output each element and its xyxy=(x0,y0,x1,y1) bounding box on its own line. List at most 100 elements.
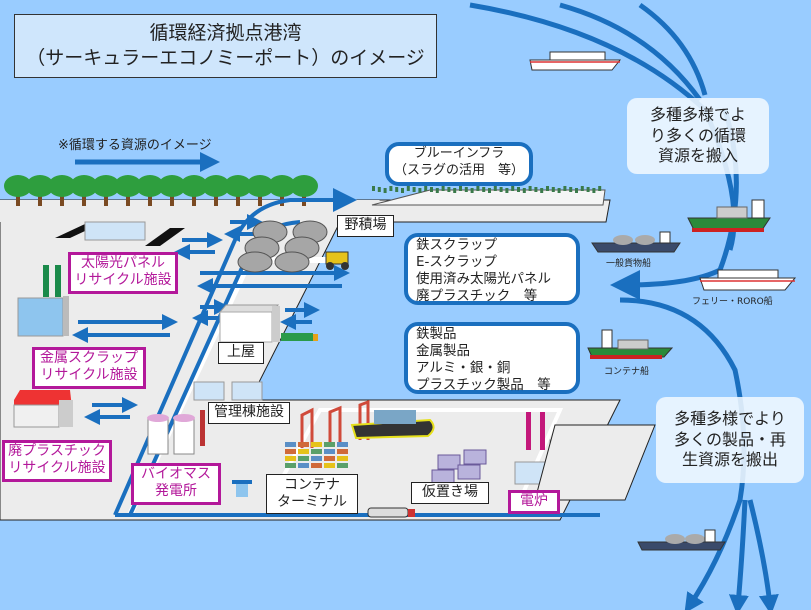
tree-crown xyxy=(202,175,230,197)
shipping-container xyxy=(298,442,309,447)
gas-station-icon xyxy=(232,480,252,497)
title-line-1: 循環経済拠点港湾 xyxy=(149,22,302,45)
plastic-recycling-label: 廃プラスチック リサイクル施設 xyxy=(2,440,112,482)
container-terminal-label: コンテナ ターミナル xyxy=(266,474,358,514)
blue-infra-callout: ブルーインフラ （スラグの活用 等） xyxy=(385,142,533,186)
seagrass xyxy=(412,187,416,192)
biomass-power-label: バイオマス 発電所 xyxy=(131,463,221,505)
shipping-container xyxy=(298,456,309,461)
container-ship-icon-sea-2 xyxy=(587,329,674,359)
seagrass xyxy=(401,188,404,193)
shipping-container xyxy=(324,456,335,461)
seagrass xyxy=(459,186,462,191)
container-ship-icon-sea-1 xyxy=(687,199,771,232)
tree-crown xyxy=(48,175,76,197)
tree-crown xyxy=(26,175,54,197)
seagrass xyxy=(453,188,457,193)
seagrass xyxy=(580,186,584,191)
product-item: 鉄製品 xyxy=(416,326,457,342)
management-label: 管理棟施設 xyxy=(208,402,290,424)
product-item: 金属製品 xyxy=(416,342,470,359)
product-item: プラスチック製品 等 xyxy=(416,376,551,393)
general-cargo-ship-icon xyxy=(591,231,681,253)
tree-crown xyxy=(4,175,32,197)
tree-trunk xyxy=(126,190,130,206)
electric-furnace-label: 電炉 xyxy=(508,490,560,514)
tree-crown xyxy=(158,175,186,197)
seagrass xyxy=(534,187,538,192)
outbound-products-callout: 鉄製品 金属製品 アルミ・銀・銅 プラスチック製品 等 xyxy=(404,322,580,394)
solar-recycling-label: 太陽光パネル リサイクル施設 xyxy=(68,252,178,294)
east-quay xyxy=(534,424,656,501)
shipping-container xyxy=(285,449,296,454)
seagrass xyxy=(482,187,486,192)
page-title: 循環経済拠点港湾 （サーキュラーエコノミーポート）のイメージ xyxy=(14,14,437,78)
seagrass xyxy=(476,186,480,191)
blue-infra-title: ブルーインフラ xyxy=(413,146,505,161)
tree-crown xyxy=(92,175,120,197)
terminal-line: コンテナ xyxy=(284,476,340,493)
resource-item: 使用済み太陽光パネル xyxy=(416,270,551,287)
seagrass xyxy=(372,186,375,191)
tree-trunk xyxy=(60,190,64,206)
seagrass xyxy=(424,186,428,191)
export-line: 多種多様でより xyxy=(674,408,786,428)
export-message: 多種多様でより 多くの製品・再 生資源を搬出 xyxy=(656,397,804,483)
import-message: 多種多様でよ り多くの循環 資源を搬入 xyxy=(627,98,769,174)
bulk-ship-icon xyxy=(637,529,726,551)
tree-trunk xyxy=(192,190,196,206)
seagrass xyxy=(517,187,520,192)
export-line: 多くの製品・再 xyxy=(673,429,786,449)
tank-truck-icon xyxy=(367,507,415,518)
seagrass xyxy=(586,187,590,192)
title-line-2: （サーキュラーエコノミーポート）のイメージ xyxy=(26,47,425,69)
shipping-container xyxy=(324,463,335,468)
facility-line: 発電所 xyxy=(155,483,197,500)
seagrass xyxy=(435,188,439,193)
facility-line: 金属スクラップ xyxy=(40,350,138,366)
facility-line: リサイクル施設 xyxy=(74,272,172,289)
facility-line: 廃プラスチック xyxy=(8,443,106,459)
seagrass xyxy=(592,188,596,193)
shipping-container xyxy=(285,442,296,447)
shipping-container xyxy=(324,442,335,447)
container-terminal-cranes xyxy=(300,399,370,448)
tree-trunk xyxy=(170,190,174,206)
tree-row xyxy=(4,175,318,206)
shipping-container xyxy=(298,449,309,454)
ferry-roro-ship-label: フェリー・RORO船 xyxy=(692,297,773,307)
seagrass xyxy=(499,187,503,192)
shipping-container xyxy=(311,442,322,447)
truck-icon xyxy=(281,333,318,341)
shipping-container xyxy=(298,463,309,468)
seagrass xyxy=(389,186,393,191)
facility-line: 太陽光パネル xyxy=(81,255,165,271)
product-item: アルミ・銀・銅 xyxy=(416,359,511,376)
import-line: 多種多様でよ xyxy=(649,104,746,124)
container-stacks xyxy=(285,442,348,468)
tree-trunk xyxy=(148,190,152,206)
legend-note: ※循環する資源のイメージ xyxy=(58,138,212,153)
import-line: 資源を搬入 xyxy=(657,146,738,166)
seagrass xyxy=(540,188,544,193)
shipping-container xyxy=(311,456,322,461)
seagrass xyxy=(563,186,567,191)
seagrass xyxy=(546,186,549,191)
tree-crown xyxy=(224,175,252,197)
shipping-container xyxy=(285,463,296,468)
seagrass xyxy=(377,187,381,192)
shed-building xyxy=(218,304,280,343)
seagrass xyxy=(383,188,387,193)
seagrass xyxy=(418,188,422,193)
plastic-recycling-factory xyxy=(13,390,73,428)
seagrass xyxy=(406,186,410,191)
temporary-yard-label: 仮置き場 xyxy=(411,482,489,504)
shipping-container xyxy=(337,463,348,468)
management-buildings xyxy=(193,381,263,401)
seagrass xyxy=(447,187,451,192)
seagrass xyxy=(557,188,561,193)
container-ship-at-berth xyxy=(350,410,435,440)
seagrass xyxy=(488,188,491,193)
